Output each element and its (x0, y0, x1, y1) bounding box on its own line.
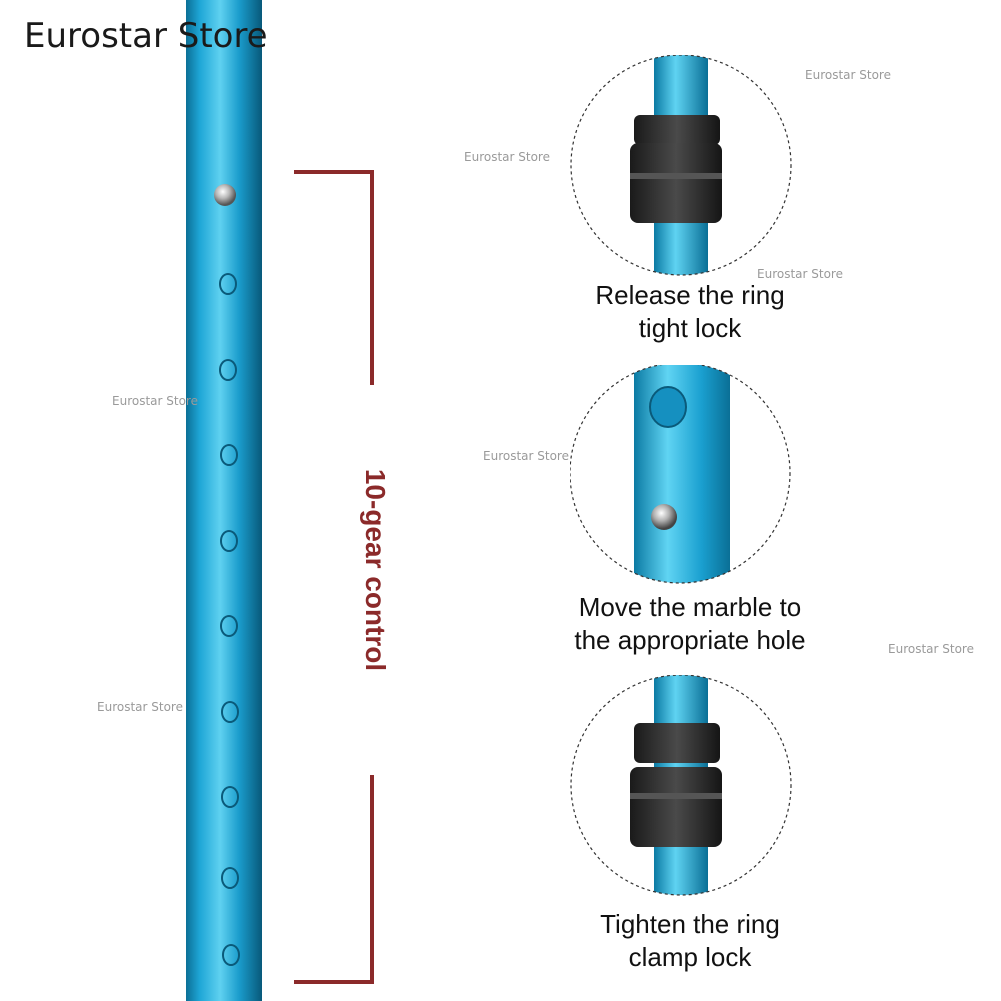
gear-control-label: 10-gear control (345, 465, 405, 675)
step-2-line-1: Move the marble to (578, 592, 802, 622)
step-2-line-2: the appropriate hole (574, 625, 806, 655)
marble (214, 184, 236, 206)
watermark: Eurostar Store (112, 394, 198, 408)
watermark: Eurostar Store (757, 267, 843, 281)
watermark: Eurostar Store (483, 449, 569, 463)
store-title: Eurostar Store (24, 16, 268, 56)
bracket-lines (294, 170, 374, 984)
step-2-image (570, 365, 791, 584)
step-3-caption: Tighten the ring clamp lock (540, 908, 840, 974)
step-1-line-1: Release the ring (595, 280, 785, 310)
watermark: Eurostar Store (805, 68, 891, 82)
step-3-line-1: Tighten the ring (600, 909, 780, 939)
tube-body (186, 0, 262, 1001)
step-1-line-2: tight lock (638, 313, 742, 343)
watermark: Eurostar Store (97, 700, 183, 714)
gear-control-text: 10-gear control (360, 468, 391, 672)
step-1-caption: Release the ring tight lock (540, 279, 840, 345)
watermark: Eurostar Store (464, 150, 550, 164)
step-1-image (570, 55, 792, 276)
step-2-caption: Move the marble to the appropriate hole (540, 591, 840, 657)
step-3-image (570, 675, 792, 896)
watermark: Eurostar Store (888, 642, 974, 656)
tube-holes (219, 273, 240, 966)
step-3-line-2: clamp lock (628, 942, 752, 972)
